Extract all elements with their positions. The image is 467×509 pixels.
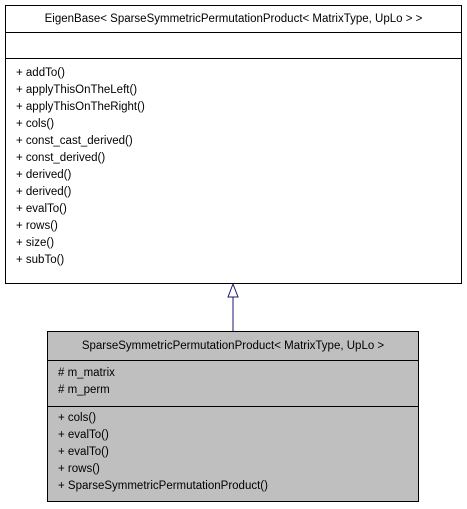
method-item[interactable]: + applyThisOnTheLeft() [16,84,138,96]
method-item[interactable]: + addTo() [16,67,65,79]
base-class-methods: + addTo() + applyThisOnTheLeft() + apply… [6,58,461,271]
derived-class-box[interactable]: SparseSymmetricPermutationProduct< Matri… [47,331,419,502]
method-item[interactable]: + applyThisOnTheRight() [16,101,145,113]
method-item[interactable]: + rows() [58,463,100,475]
method-item[interactable]: + cols() [16,118,55,130]
derived-class-attributes: # m_matrix # m_perm [48,360,418,406]
method-item[interactable]: + derived() [16,186,72,198]
method-item[interactable]: + const_cast_derived() [16,135,133,147]
derived-class-name: SparseSymmetricPermutationProduct< Matri… [81,340,385,352]
method-item[interactable]: + rows() [16,220,58,232]
attribute-item[interactable]: # m_matrix [58,367,115,379]
method-item[interactable]: + evalTo() [58,429,109,441]
base-class-box[interactable]: EigenBase< SparseSymmetricPermutationPro… [5,5,462,284]
method-item[interactable]: + evalTo() [16,203,67,215]
base-class-name: EigenBase< SparseSymmetricPermutationPro… [44,13,423,25]
method-item[interactable]: + const_derived() [16,152,106,164]
derived-class-methods: + cols() + evalTo() + evalTo() + rows() … [48,406,418,497]
attribute-item[interactable]: # m_perm [58,384,110,396]
method-item[interactable]: + subTo() [16,254,65,266]
method-item[interactable]: + evalTo() [58,446,109,458]
inheritance-arrowhead [227,282,239,298]
method-item[interactable]: + derived() [16,169,72,181]
method-item[interactable]: + cols() [58,412,97,424]
method-item[interactable]: + size() [16,237,55,249]
method-item[interactable]: + SparseSymmetricPermutationProduct() [58,480,268,492]
base-class-attributes [6,32,461,58]
